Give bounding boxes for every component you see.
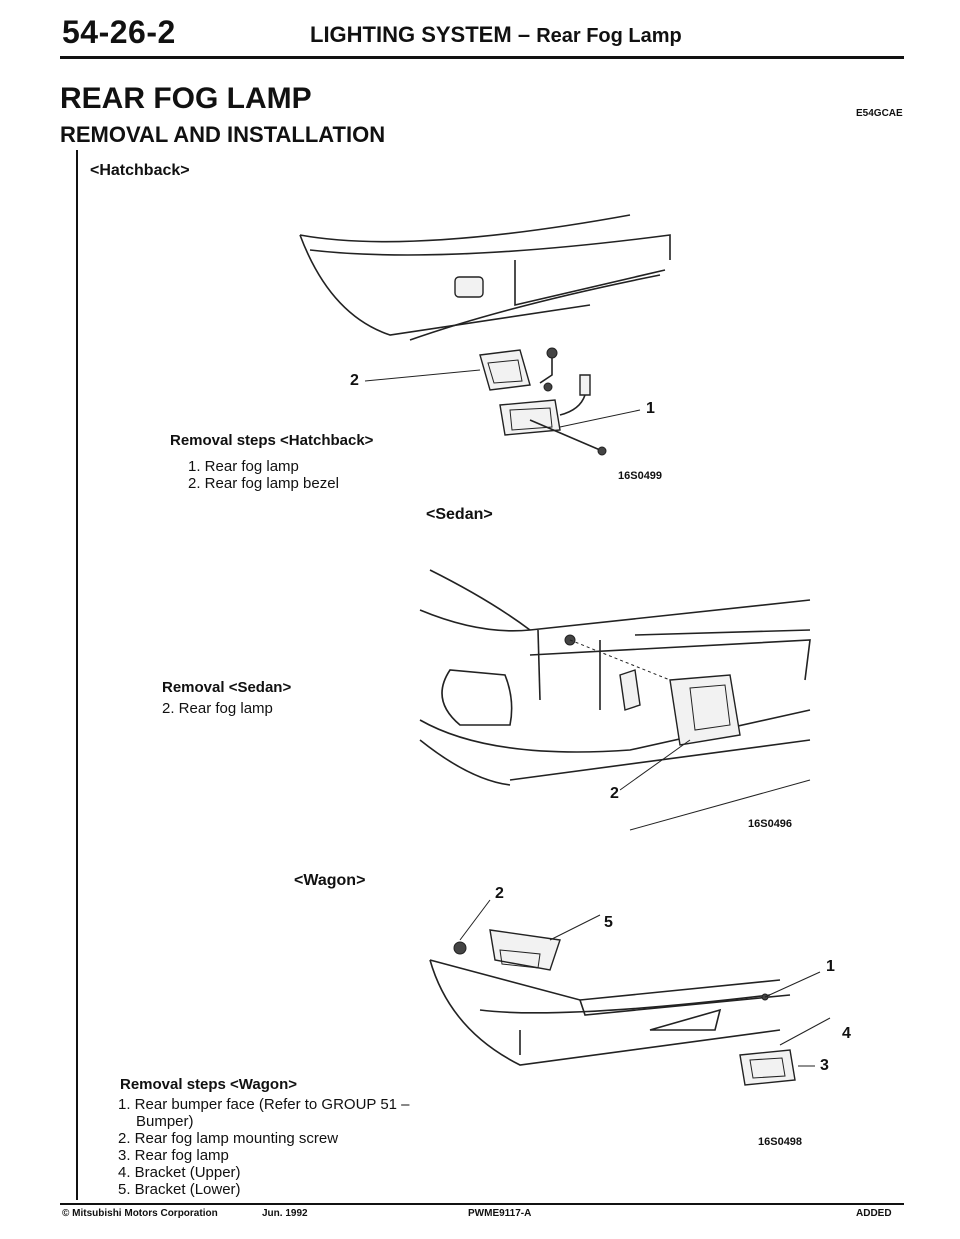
wagon-callout-3: 3	[820, 1057, 829, 1074]
hatchback-steps-title: Removal steps <Hatchback>	[170, 432, 374, 449]
list-item: 3. Rear fog lamp	[118, 1147, 229, 1164]
footer-status: ADDED	[856, 1208, 892, 1219]
section-name: LIGHTING SYSTEM	[310, 22, 512, 47]
section-title: REAR FOG LAMP	[60, 82, 312, 115]
license-light-shape	[454, 276, 484, 298]
footer-rule	[60, 1203, 904, 1205]
sedan-callout-2: 2	[610, 785, 619, 802]
hatchback-steps-list: 1. Rear fog lamp 2. Rear fog lamp bezel	[188, 458, 339, 492]
sedan-steps-list: 2. Rear fog lamp	[162, 700, 273, 717]
list-item: 5. Bracket (Lower)	[118, 1181, 241, 1198]
footer-date: Jun. 1992	[262, 1208, 308, 1219]
callout-line-4	[779, 1017, 831, 1046]
subsection-name: Rear Fog Lamp	[536, 25, 682, 47]
callout-line-2	[619, 739, 691, 791]
list-item: 2. Rear fog lamp mounting screw	[118, 1130, 339, 1147]
procedure-title: REMOVAL AND INSTALLATION	[60, 122, 386, 147]
header-separator: –	[517, 22, 531, 47]
sedan-label: <Sedan>	[426, 506, 493, 523]
callout-line-1	[764, 971, 821, 998]
page-header-title: LIGHTING SYSTEM – Rear Fog Lamp	[310, 22, 682, 48]
sedan-illustration	[419, 569, 811, 831]
list-item: 2. Rear fog lamp	[162, 700, 273, 717]
header-rule	[60, 56, 904, 59]
wagon-callout-4: 4	[842, 1025, 851, 1042]
hatchback-label: <Hatchback>	[90, 162, 190, 179]
section-code: E54GCAE	[856, 108, 903, 119]
list-item: 4. Bracket (Upper)	[118, 1164, 241, 1181]
list-item: 1. Rear fog lamp	[188, 458, 299, 475]
list-item: 2. Rear fog lamp bezel	[188, 475, 339, 492]
page-number: 54-26-2	[62, 14, 176, 50]
wagon-label: <Wagon>	[294, 872, 366, 889]
margin-rule	[76, 150, 78, 1200]
footer-doc-code: PWME9117-A	[468, 1208, 532, 1219]
hatchback-figure-code: 16S0499	[618, 470, 663, 482]
sedan-figure-code: 16S0496	[748, 818, 793, 830]
wagon-steps-list: 1. Rear bumper face (Refer to GROUP 51 –…	[118, 1096, 410, 1198]
wagon-steps-title: Removal steps <Wagon>	[120, 1076, 297, 1093]
wagon-callout-1: 1	[826, 958, 835, 975]
hatchback-callout-1: 1	[646, 400, 655, 417]
callout-line-2	[459, 899, 491, 941]
callout-line-1	[559, 409, 641, 428]
footer-copyright: © Mitsubishi Motors Corporation	[62, 1208, 218, 1219]
wagon-figure-code: 16S0498	[758, 1136, 803, 1148]
wagon-callout-2: 2	[495, 885, 504, 902]
sedan-steps-title: Removal <Sedan>	[162, 679, 292, 696]
list-item: 1. Rear bumper face (Refer to GROUP 51 –	[118, 1096, 410, 1113]
wagon-callout-5: 5	[604, 914, 613, 931]
callout-line-5	[549, 914, 601, 941]
hatchback-illustration	[299, 214, 671, 456]
callout-line-2	[364, 369, 481, 382]
hatchback-callout-2: 2	[350, 372, 359, 389]
list-item: Bumper)	[136, 1113, 194, 1130]
wagon-illustration	[429, 899, 831, 1086]
